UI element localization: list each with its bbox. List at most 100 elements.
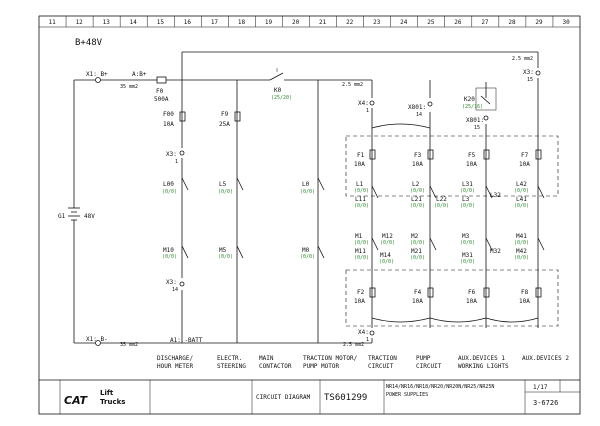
wire-sub: (0/0): [354, 188, 369, 194]
connector-x801: X801:: [408, 104, 426, 111]
lower-contacts: [181, 237, 545, 259]
terminal-ab-plus: A:B+: [132, 71, 147, 78]
main-fuse-rating: 500A: [154, 96, 169, 103]
fuse-labels: F00 10A F9 25A F1 10A F3 10A F5 10A F7 1…: [163, 111, 530, 305]
fuse-name: F4: [414, 289, 422, 296]
wire-label: L2: [412, 181, 420, 188]
function-line1: TRACTION MOTOR/: [303, 355, 358, 362]
fuse-rating: 10A: [412, 161, 423, 168]
wire-sub: (0/0): [460, 259, 475, 265]
description: POWER SUPPLIES: [386, 392, 428, 398]
wire-sub: (0/0): [410, 255, 425, 261]
fuse-name: F3: [414, 152, 422, 159]
grid-column-number: 13: [103, 19, 111, 26]
grid-column-number: 14: [130, 19, 138, 26]
grid-column-number: 24: [400, 19, 408, 26]
fuse-name: F7: [521, 152, 529, 159]
grid-column-number: 28: [508, 19, 516, 26]
terminal-b-minus: X1: B-: [86, 336, 108, 343]
wire-sub: (0/0): [380, 240, 395, 246]
function-line2: PUMP MOTOR: [303, 363, 340, 370]
function-line2: CIRCUIT: [416, 363, 442, 370]
grid-column-number: 27: [481, 19, 489, 26]
wire-label: L1: [356, 181, 364, 188]
wire-label: L11: [355, 196, 366, 203]
upper-wire-labels: L00 (0/0) L5 (0/0) L0 (0/0) L1 (0/0) L2 …: [162, 181, 529, 209]
fuse-name: F6: [468, 289, 476, 296]
upper-fuse-box: [345, 135, 559, 197]
wire-label: L3: [462, 196, 470, 203]
battery-name: G1: [58, 213, 66, 220]
grid-column-number: 15: [157, 19, 165, 26]
cable-size-mid2: 2.5 mm2: [343, 342, 364, 348]
connector-pin: 14: [172, 287, 178, 293]
wire-label: L22: [436, 196, 447, 203]
wire-label: L21: [411, 196, 422, 203]
wire-label: L32: [490, 192, 501, 199]
function-line1: AUX.DEVICES 2: [522, 355, 569, 362]
wire-label: M2: [411, 233, 419, 240]
brand-logo-text: CAT: [64, 394, 89, 407]
fuse-name: F1: [357, 152, 365, 159]
connector-pin: 1: [366, 337, 369, 343]
wire-label: L0: [302, 181, 310, 188]
brand-sub2: Trucks: [100, 398, 125, 406]
wire-sub: (0/0): [410, 203, 425, 209]
fuse-name: F9: [221, 111, 229, 118]
function-line1: DISCHARGE/: [157, 355, 194, 362]
battery-voltage: 48V: [84, 213, 95, 220]
grid-column-number: 19: [265, 19, 273, 26]
fuse-rating: 10A: [466, 161, 477, 168]
diagram-label: CIRCUIT DIAGRAM: [256, 394, 311, 401]
wire-sub: (0/0): [300, 189, 315, 195]
wire-label: L31: [462, 181, 473, 188]
wire-sub: (0/0): [434, 203, 449, 209]
wire-label: M31: [462, 252, 473, 259]
fuse-rating: 10A: [466, 298, 477, 305]
sheet-number: 1/17: [533, 384, 548, 391]
main-contactor-switch: [269, 68, 284, 81]
connector-pin: 15: [474, 125, 480, 131]
grid-column-number: 25: [427, 19, 435, 26]
k0-label: K0: [274, 87, 282, 94]
connector-pin: 1: [366, 108, 369, 114]
k0-sub: (25/20): [271, 95, 292, 101]
wire-sub: (0/0): [514, 255, 529, 261]
function-line1: TRACTION: [368, 355, 397, 362]
terminals: [95, 70, 541, 346]
wire-sub: (0/0): [460, 188, 475, 194]
grid-column-number: 21: [319, 19, 327, 26]
fuse-rating: 10A: [519, 161, 530, 168]
connector-x4: X4:: [358, 100, 369, 107]
cable-size-mid: 2.5 mm2: [342, 82, 363, 88]
wire-label: M10: [163, 247, 174, 254]
function-line1: MAIN: [259, 355, 274, 362]
function-line1: PUMP: [416, 355, 431, 362]
k20-switch: [475, 87, 497, 111]
wire-label: L41: [516, 196, 527, 203]
wire-label: M12: [382, 233, 393, 240]
wire-label: M42: [516, 248, 527, 255]
grid-column-number: 18: [238, 19, 246, 26]
upper-contacts: [181, 177, 545, 199]
wire-label: L5: [219, 181, 227, 188]
grid-column-number: 16: [184, 19, 192, 26]
connector-pin: 1: [175, 159, 178, 165]
wire-sub: (0/0): [218, 189, 233, 195]
doc-number: TS601299: [324, 393, 367, 403]
connector-labels: X3: 1 X3: 14 X3: 15 X4: 1 X4: 1 X801: 14…: [166, 69, 534, 343]
grid-column-number: 20: [292, 19, 300, 26]
grid-column-number: 12: [76, 19, 84, 26]
wire-label: M41: [516, 233, 527, 240]
fuse-name: F00: [163, 111, 174, 118]
wire-sub: (0/0): [300, 254, 315, 260]
wiring: [73, 51, 539, 344]
function-line2: CONTACTOR: [259, 363, 292, 370]
cable-size-bottom: 35 mm2: [120, 342, 138, 348]
brand-sub1: Lift: [100, 389, 114, 397]
fuse-rating: 10A: [354, 161, 365, 168]
supply-label: B+48V: [75, 38, 103, 48]
function-line2: WORKING LIGHTS: [458, 363, 509, 370]
